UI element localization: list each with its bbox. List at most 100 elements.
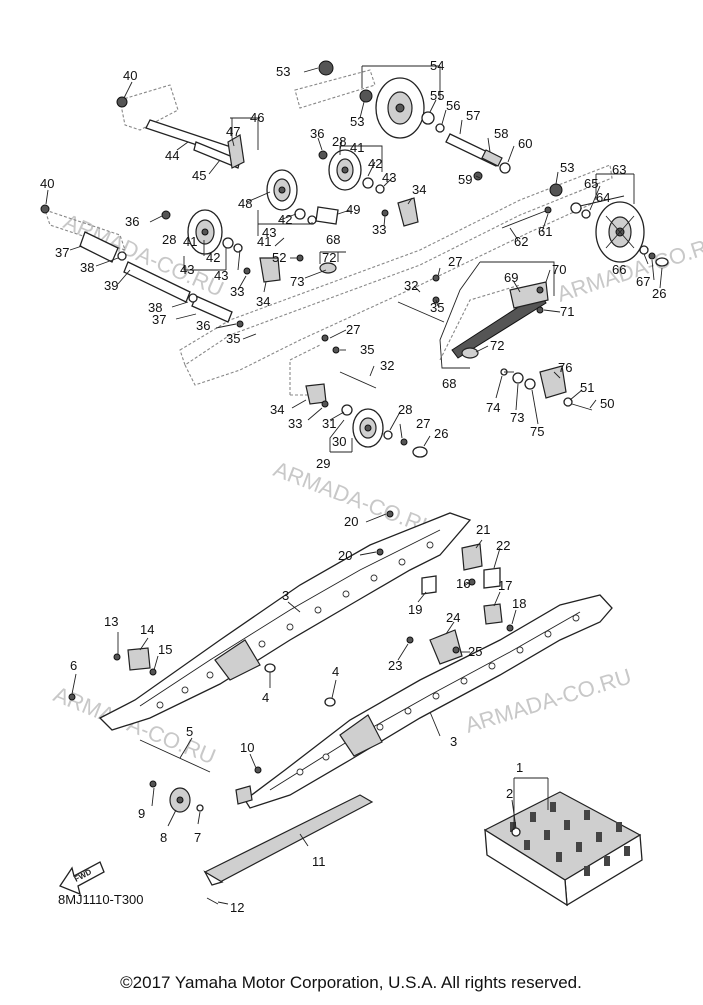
callout: 20 bbox=[344, 514, 358, 529]
callout: 34 bbox=[270, 402, 284, 417]
cap-26-low bbox=[412, 446, 428, 458]
callout: 10 bbox=[240, 740, 254, 755]
callout: 23 bbox=[388, 658, 402, 673]
washer-28-low bbox=[383, 430, 393, 440]
callout: 13 bbox=[104, 614, 118, 629]
lower-parts: FWD bbox=[59, 510, 643, 907]
callout: 35 bbox=[226, 331, 240, 346]
callout: 73 bbox=[510, 410, 524, 425]
washer-31 bbox=[341, 404, 353, 416]
bracket-34-low bbox=[305, 383, 327, 405]
callout: 51 bbox=[580, 380, 594, 395]
suspension-frame-outline bbox=[44, 69, 613, 396]
bolt-12 bbox=[206, 897, 219, 905]
bolt-36-left bbox=[161, 210, 171, 220]
block-17 bbox=[483, 603, 503, 625]
bracket-34-top bbox=[397, 197, 419, 227]
idler-wheel-54 bbox=[375, 77, 425, 139]
callout: 27 bbox=[416, 416, 430, 431]
callout: 53 bbox=[560, 160, 574, 175]
bolt-6 bbox=[68, 693, 76, 701]
callout: 54 bbox=[430, 58, 444, 73]
callout: 34 bbox=[256, 294, 270, 309]
callout: 66 bbox=[612, 262, 626, 277]
callout: 64 bbox=[596, 190, 610, 205]
nut-43-top bbox=[375, 184, 385, 194]
callout: 16 bbox=[456, 576, 470, 591]
callout: 71 bbox=[560, 304, 574, 319]
tube-37-mid bbox=[191, 295, 233, 323]
bolt-27-low bbox=[400, 438, 408, 446]
callout: 43 bbox=[214, 268, 228, 283]
bolt-20-low bbox=[376, 548, 384, 556]
callout: 36 bbox=[310, 126, 324, 141]
callout: 20 bbox=[338, 548, 352, 563]
rod-62 bbox=[501, 209, 549, 229]
rail-holes-upper bbox=[156, 541, 434, 709]
cap-72-low bbox=[461, 347, 479, 359]
tube-37-left bbox=[79, 231, 119, 263]
washer-60 bbox=[499, 162, 511, 174]
bolt-13 bbox=[113, 653, 121, 661]
callout: 43 bbox=[262, 225, 276, 240]
callout: 40 bbox=[123, 68, 137, 83]
block-14 bbox=[127, 647, 151, 671]
rod-32-mid bbox=[397, 301, 445, 323]
callout: 32 bbox=[404, 278, 418, 293]
shaft-5 bbox=[139, 739, 211, 773]
callout: 75 bbox=[530, 424, 544, 439]
callout: 1 bbox=[516, 760, 523, 775]
callout: 41 bbox=[350, 140, 364, 155]
callout: 56 bbox=[446, 98, 460, 113]
bolt-36-top bbox=[318, 150, 328, 160]
callout: 50 bbox=[600, 396, 614, 411]
bolt-23 bbox=[406, 636, 414, 644]
callout: 44 bbox=[165, 148, 179, 163]
rod-32-low bbox=[339, 371, 377, 389]
washer-42-left bbox=[222, 237, 234, 249]
collar-65 bbox=[581, 209, 591, 219]
bearing-64 bbox=[570, 202, 582, 214]
callout: 19 bbox=[408, 602, 422, 617]
callout: 32 bbox=[380, 358, 394, 373]
bolt-20-top bbox=[386, 510, 394, 518]
strap-69 bbox=[451, 292, 547, 359]
idler-wheel-48 bbox=[266, 169, 298, 211]
cap-38-left bbox=[117, 251, 127, 261]
callout: 4 bbox=[332, 664, 339, 679]
callout: 49 bbox=[346, 202, 360, 217]
callout: 33 bbox=[372, 222, 386, 237]
callout: 41 bbox=[183, 234, 197, 249]
callout: 21 bbox=[476, 522, 490, 537]
callout: 33 bbox=[288, 416, 302, 431]
callout: 28 bbox=[162, 232, 176, 247]
callout: 40 bbox=[40, 176, 54, 191]
callout: 18 bbox=[512, 596, 526, 611]
bushing-75 bbox=[524, 378, 536, 390]
cap-38-mid bbox=[188, 293, 198, 303]
callout: 43 bbox=[382, 170, 396, 185]
callouts: 40 40 44 45 46 47 48 36 28 37 38 39 38 3… bbox=[40, 58, 666, 915]
bolt-36-low bbox=[236, 320, 244, 328]
callout: 73 bbox=[290, 274, 304, 289]
bracket-rail-front bbox=[235, 785, 253, 805]
bolt-9 bbox=[149, 780, 157, 788]
callout: 41 bbox=[257, 234, 271, 249]
fwd-arrow-icon: FWD bbox=[59, 861, 105, 896]
clip-2 bbox=[511, 827, 521, 837]
block-21 bbox=[461, 543, 483, 571]
callout: 61 bbox=[538, 224, 552, 239]
bolt-18 bbox=[506, 624, 514, 632]
collar-19 bbox=[421, 575, 437, 595]
callout: 70 bbox=[552, 262, 566, 277]
callout: 4 bbox=[262, 690, 269, 705]
callout: 53 bbox=[276, 64, 290, 79]
callout: 72 bbox=[490, 338, 504, 353]
nut-53-top bbox=[318, 60, 334, 76]
bolt-71 bbox=[536, 306, 544, 314]
callout: 53 bbox=[350, 114, 364, 129]
idler-wheel-30 bbox=[352, 408, 384, 448]
callout: 15 bbox=[158, 642, 172, 657]
callout: 72 bbox=[322, 250, 336, 265]
